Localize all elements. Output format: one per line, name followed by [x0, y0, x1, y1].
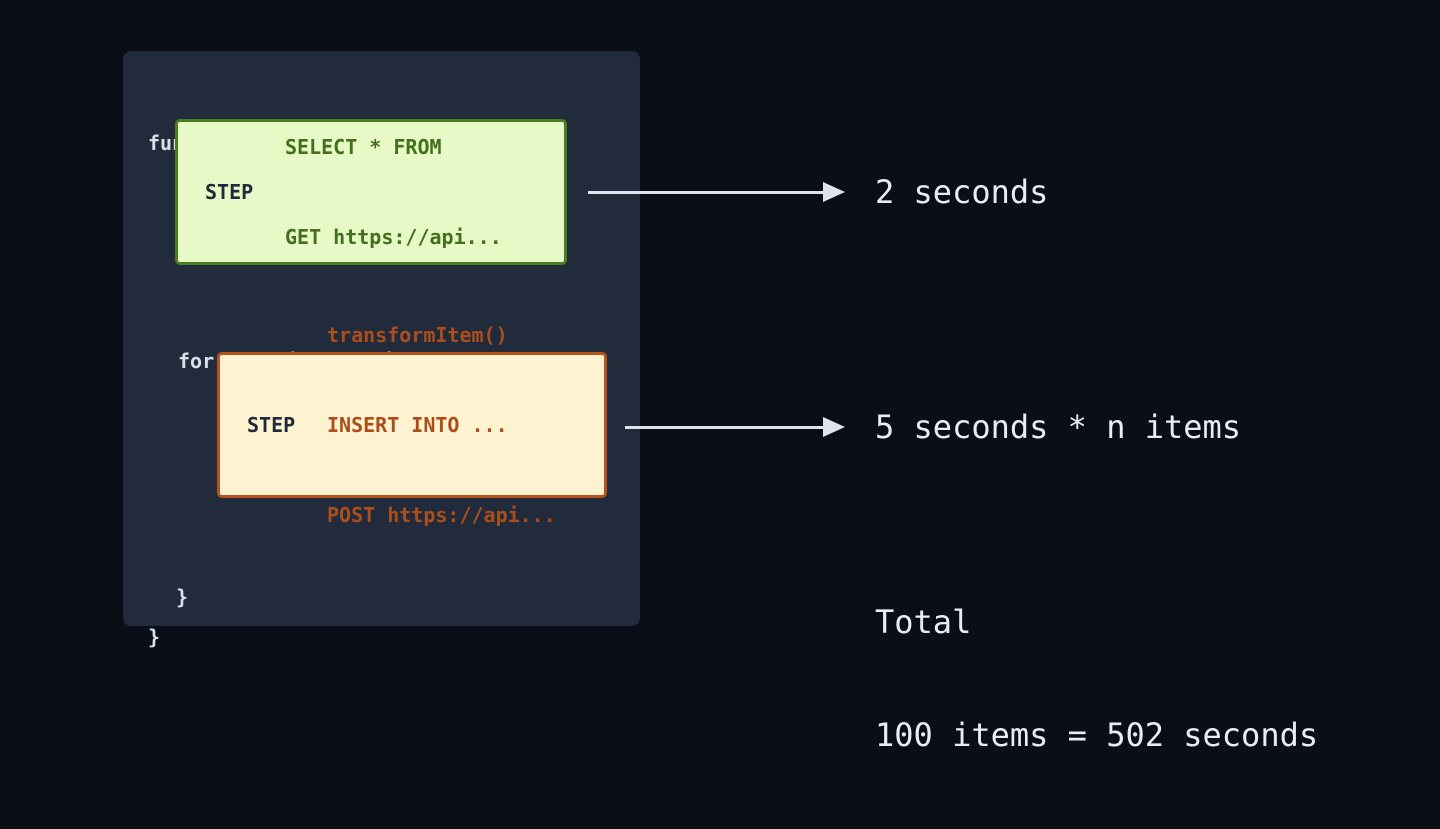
total-summary: Total 100 items = 502 seconds: [875, 530, 1318, 828]
arrow-extract-to-time-icon: [588, 182, 848, 203]
total-value: 100 items = 502 seconds: [875, 716, 1319, 754]
step-label: STEP: [205, 180, 254, 204]
extract-step-box: STEP SELECT * FROM GET https://api...: [175, 119, 567, 265]
total-label: Total: [875, 603, 972, 641]
arrow-head: [823, 182, 845, 202]
extract-time-label: 2 seconds: [875, 173, 1049, 211]
code-line: GET https://api...: [285, 225, 502, 249]
arrow-shaft: [588, 191, 823, 194]
function-close-brace: }: [148, 625, 161, 649]
diagram-canvas: function () { STEP SELECT * FROM GET htt…: [123, 51, 1318, 754]
arrow-head: [823, 417, 845, 437]
arrow-transform-to-time-icon: [625, 417, 885, 438]
transform-step-code: transformItem() INSERT INTO ... POST htt…: [327, 260, 556, 590]
step-label: STEP: [247, 413, 296, 437]
code-line: POST https://api...: [327, 503, 556, 527]
transform-step-box: STEP transformItem() INSERT INTO ... POS…: [217, 323, 607, 527]
arrow-shaft: [625, 426, 823, 429]
extract-step-code: SELECT * FROM GET https://api...: [285, 72, 502, 312]
code-line: transformItem(): [327, 323, 508, 347]
transform-time-label: 5 seconds * n items: [875, 408, 1242, 446]
code-line: SELECT * FROM: [285, 135, 442, 159]
for-close-brace: }: [176, 585, 189, 609]
code-line: INSERT INTO ...: [327, 413, 508, 437]
code-panel: function () { STEP SELECT * FROM GET htt…: [123, 51, 640, 649]
